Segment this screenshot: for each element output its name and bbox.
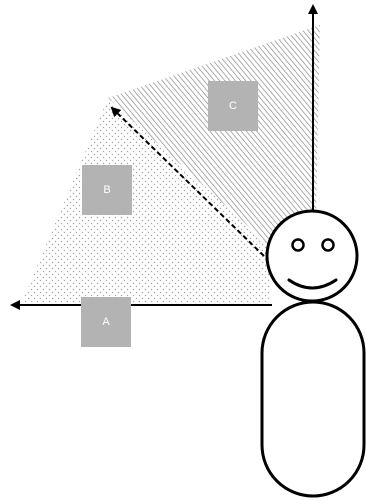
region-label-b-text: B — [103, 184, 111, 196]
dotted-region — [22, 98, 272, 305]
diagonal-arrow — [110, 106, 265, 257]
smile-icon — [287, 278, 338, 290]
region-label-b: B — [82, 165, 132, 215]
region-label-c-text: C — [229, 100, 237, 112]
region-label-c: C — [208, 81, 258, 131]
right-eye-icon — [321, 238, 335, 252]
hatched-region-c — [108, 25, 320, 248]
person-figure — [260, 209, 366, 498]
region-label-a-text: A — [102, 316, 110, 328]
body — [260, 300, 366, 498]
region-label-a: A — [81, 297, 131, 347]
left-eye-icon — [291, 238, 305, 252]
